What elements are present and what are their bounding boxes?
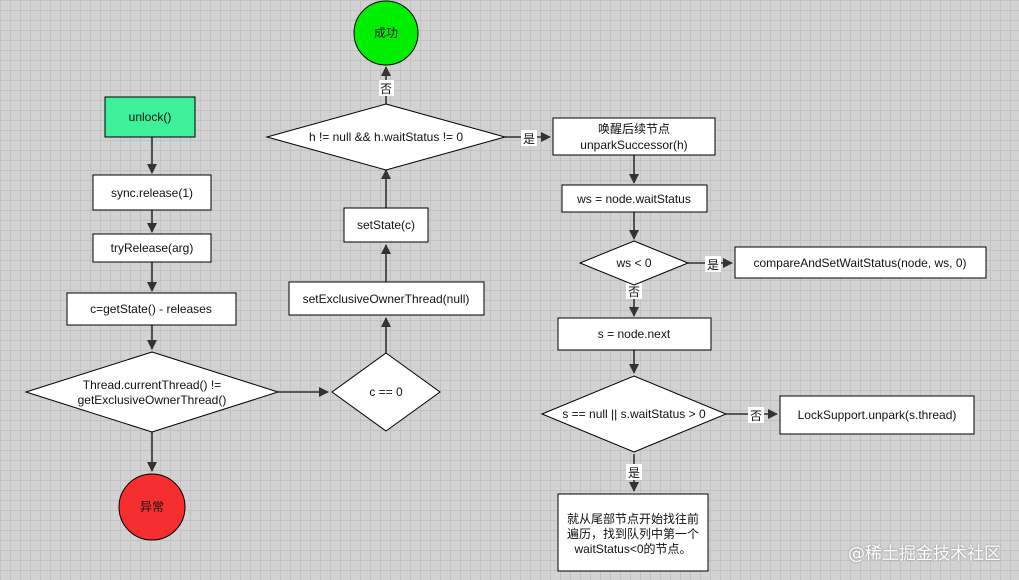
edge-label-scheck-yes: 是 [626, 464, 642, 480]
edge-label-text: 是 [523, 132, 535, 146]
node-unpark-successor: 唤醒后续节点 unparkSuccessor(h) [552, 117, 716, 156]
edge-label-wslt0-no: 否 [626, 283, 642, 299]
node-success-shape [353, 0, 419, 66]
node-set-owner-null: setExclusiveOwnerThread(null) [288, 281, 485, 316]
node-exception-label: 异常 [140, 500, 164, 514]
node-ws-lt-0-label: ws < 0 [615, 256, 651, 270]
node-success: 成功 [353, 0, 419, 66]
node-get-state: c=getState() - releases [66, 292, 237, 326]
node-s-check-label: s == null || s.waitStatus > 0 [562, 407, 706, 421]
edge-label-hcheck-no: 否 [379, 80, 394, 96]
node-ws-assign: ws = node.waitStatus [561, 184, 708, 213]
node-lock-support-unpark: LockSupport.unpark(s.thread) [779, 395, 975, 435]
node-unlock-shape [104, 96, 196, 138]
watermark: @稀土掘金技术社区 [848, 544, 1001, 564]
node-try-release: tryRelease(arg) [92, 233, 212, 263]
edge-label-text: 是 [628, 466, 640, 480]
node-lock-support-unpark-label: LockSupport.unpark(s.thread) [798, 408, 957, 422]
node-unpark-successor-label-1: 唤醒后续节点 [598, 122, 670, 136]
node-set-owner-null-label: setExclusiveOwnerThread(null) [303, 292, 470, 306]
edge-label-text: 否 [628, 285, 640, 299]
edge-label-hcheck-yes: 是 [521, 130, 537, 146]
node-s-check: s == null || s.waitStatus > 0 [540, 375, 728, 453]
edge-label-scheck-no: 否 [748, 407, 764, 423]
node-unlock-label: unlock() [129, 110, 172, 124]
node-s-next: s = node.next [557, 317, 712, 351]
edge-label-text: 是 [707, 258, 719, 272]
node-unlock: unlock() [104, 96, 196, 138]
node-set-state-label: setState(c) [357, 218, 415, 232]
node-set-state: setState(c) [343, 207, 429, 243]
node-sync-release-label: sync.release(1) [111, 186, 193, 200]
node-tail-traverse-label-3: waitStatus<0的节点。 [573, 541, 691, 556]
node-tail-traverse-label-1: 就从尾部节点开始找往前 [567, 511, 699, 526]
node-exception-shape [118, 473, 186, 541]
node-cas-wait-status-label: compareAndSetWaitStatus(node, ws, 0) [754, 256, 967, 270]
edge-label-text: 否 [750, 409, 762, 423]
node-thread-check-label-1: Thread.currentThread() != [83, 378, 221, 392]
node-tail-traverse-label-2: 遍历，找到队列中第一个 [567, 526, 699, 541]
node-cas-wait-status: compareAndSetWaitStatus(node, ws, 0) [734, 246, 987, 279]
node-tail-traverse: 就从尾部节点开始找往前 遍历，找到队列中第一个 waitStatus<0的节点。 [557, 493, 709, 572]
node-h-check: h != null && h.waitStatus != 0 [265, 103, 507, 171]
edge-label-text: 否 [380, 82, 392, 96]
node-c-eq-0: c == 0 [331, 352, 441, 432]
node-try-release-label: tryRelease(arg) [111, 241, 194, 255]
node-sync-release: sync.release(1) [92, 174, 212, 211]
node-thread-check: Thread.currentThread() != getExclusiveOw… [24, 351, 280, 433]
node-h-check-label: h != null && h.waitStatus != 0 [309, 130, 463, 144]
node-c-eq-0-label: c == 0 [369, 385, 403, 399]
node-ws-assign-label: ws = node.waitStatus [576, 192, 691, 206]
node-get-state-label: c=getState() - releases [90, 302, 212, 316]
node-s-next-label: s = node.next [598, 327, 671, 341]
node-ws-lt-0: ws < 0 [578, 240, 690, 286]
node-success-label: 成功 [374, 26, 398, 40]
node-unpark-successor-label-2: unparkSuccessor(h) [580, 138, 687, 152]
node-exception: 异常 [118, 473, 186, 541]
node-thread-check-label-2: getExclusiveOwnerThread() [78, 393, 227, 407]
edge-label-wslt0-yes: 是 [705, 256, 721, 272]
